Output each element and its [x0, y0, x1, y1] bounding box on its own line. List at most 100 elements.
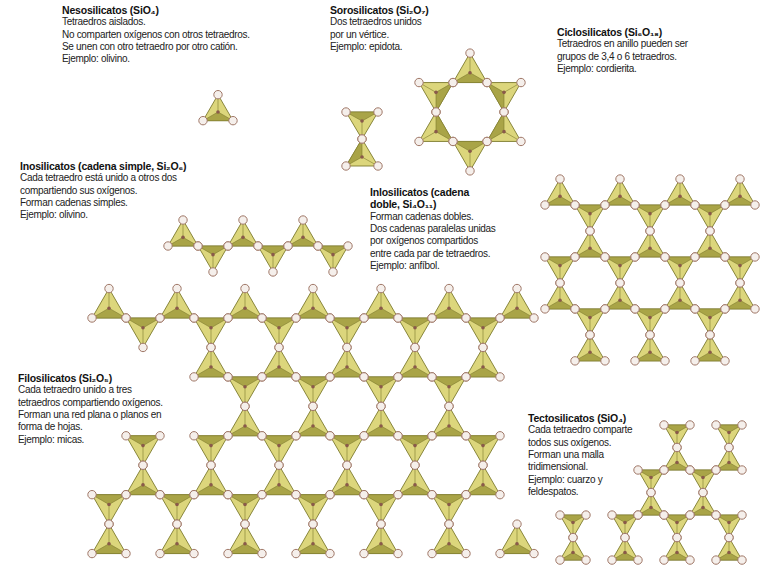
oxygen-atom	[449, 137, 457, 145]
silicon-atom	[708, 316, 712, 320]
silicon-atom	[107, 542, 111, 546]
group-heading: Tectosilicatos (SiO₄)	[528, 412, 626, 424]
oxygen-atom	[676, 279, 684, 287]
oxygen-atom	[258, 490, 266, 498]
silicon-atom	[588, 316, 592, 320]
silicon-atom	[481, 444, 485, 448]
description-line: Ejemplo: micas.	[18, 434, 84, 446]
oxygen-atom	[496, 314, 504, 322]
oxygen-atom	[445, 402, 453, 410]
silicon-atom	[558, 298, 562, 302]
oxygen-atom	[586, 227, 594, 235]
description-line: Forman cadenas dobles.	[370, 211, 473, 223]
description-line: tetraedros compartiendo oxígenos.	[18, 397, 163, 409]
oxygen-atom	[258, 373, 266, 381]
description-line: forma de hojas.	[18, 421, 82, 433]
silicon-atom	[571, 521, 575, 525]
oxygen-atom	[647, 488, 655, 496]
oxygen-atom	[224, 242, 232, 250]
oxygen-atom	[122, 490, 130, 498]
oxygen-atom	[712, 421, 720, 429]
oxygen-atom	[326, 432, 334, 440]
oxygen-atom	[241, 402, 249, 410]
oxygen-atom	[660, 511, 668, 519]
silicon-atom	[379, 306, 383, 310]
oxygen-atom	[224, 314, 232, 322]
oxygen-atom	[329, 268, 337, 276]
silicon-atom	[271, 253, 275, 257]
oxygen-atom	[601, 201, 609, 209]
oxygen-atom	[190, 314, 198, 322]
silicon-atom	[649, 506, 653, 510]
oxygen-atom	[496, 490, 504, 498]
oxygen-atom	[601, 253, 609, 261]
oxygen-atom	[105, 520, 113, 528]
oxygen-atom	[292, 490, 300, 498]
oxygen-atom	[462, 373, 470, 381]
oxygen-atom	[428, 314, 436, 322]
oxygen-atom	[673, 443, 681, 451]
oxygen-atom	[571, 305, 579, 313]
oxygen-atom	[712, 466, 720, 474]
oxygen-atom	[258, 314, 266, 322]
oxygen-atom	[156, 314, 164, 322]
oxygen-atom	[190, 432, 198, 440]
silicon-atom	[708, 212, 712, 216]
oxygen-atom	[358, 135, 366, 143]
silicon-atom	[379, 542, 383, 546]
oxygen-atom	[377, 402, 385, 410]
tetrahedron-shade	[487, 83, 504, 112]
oxygen-atom	[445, 520, 453, 528]
oxygen-atom	[601, 201, 609, 209]
oxygen-atom	[190, 549, 198, 557]
group-heading: Inosilicatos (cadena simple, Si₂O₆)	[20, 160, 186, 172]
silicon-atom	[311, 503, 315, 507]
silicon-atom	[675, 431, 679, 435]
oxygen-atom	[377, 520, 385, 528]
oxygen-atom	[343, 461, 351, 469]
silicon-atom	[413, 444, 417, 448]
silicon-atom	[141, 444, 145, 448]
silicon-atom	[618, 195, 622, 199]
silicon-atom	[107, 503, 111, 507]
group-heading: Ciclosilicatos (Si₆O₁₈)	[557, 26, 662, 38]
oxygen-atom	[706, 227, 714, 235]
oxygen-atom	[736, 279, 744, 287]
description-line: tridimensional.	[528, 461, 588, 473]
oxygen-atom	[571, 253, 579, 261]
silicon-atom	[558, 264, 562, 268]
silicon-atom	[141, 483, 145, 487]
silicon-atom	[243, 424, 247, 428]
silicon-atom	[434, 130, 438, 134]
oxygen-atom	[738, 421, 746, 429]
oxygen-atom	[479, 461, 487, 469]
silicon-atom	[311, 385, 315, 389]
silicon-atom	[675, 551, 679, 555]
oxygen-atom	[721, 357, 729, 365]
silicon-atom	[413, 326, 417, 330]
oxygen-atom	[699, 488, 707, 496]
silicon-atom	[277, 483, 281, 487]
oxygen-atom	[601, 305, 609, 313]
oxygen-atom	[712, 556, 720, 564]
oxygen-atom	[513, 284, 521, 292]
oxygen-atom	[343, 461, 351, 469]
oxygen-atom	[445, 284, 453, 292]
oxygen-atom	[586, 331, 594, 339]
oxygen-atom	[676, 279, 684, 287]
oxygen-atom	[582, 556, 590, 564]
oxygen-atom	[660, 466, 668, 474]
oxygen-atom	[751, 305, 759, 313]
oxygen-atom	[415, 78, 423, 86]
oxygen-atom	[394, 490, 402, 498]
oxygen-atom	[394, 373, 402, 381]
silicon-atom	[675, 521, 679, 525]
oxygen-atom	[344, 242, 352, 250]
group-heading: Inlosilicatos (cadena	[370, 186, 469, 198]
oxygen-atom	[661, 305, 669, 313]
description-line: Forman cadenas simples.	[20, 197, 128, 209]
silicon-atom	[648, 212, 652, 216]
oxygen-atom	[686, 511, 694, 519]
oxygen-atom	[229, 116, 237, 124]
oxygen-atom	[647, 488, 655, 496]
